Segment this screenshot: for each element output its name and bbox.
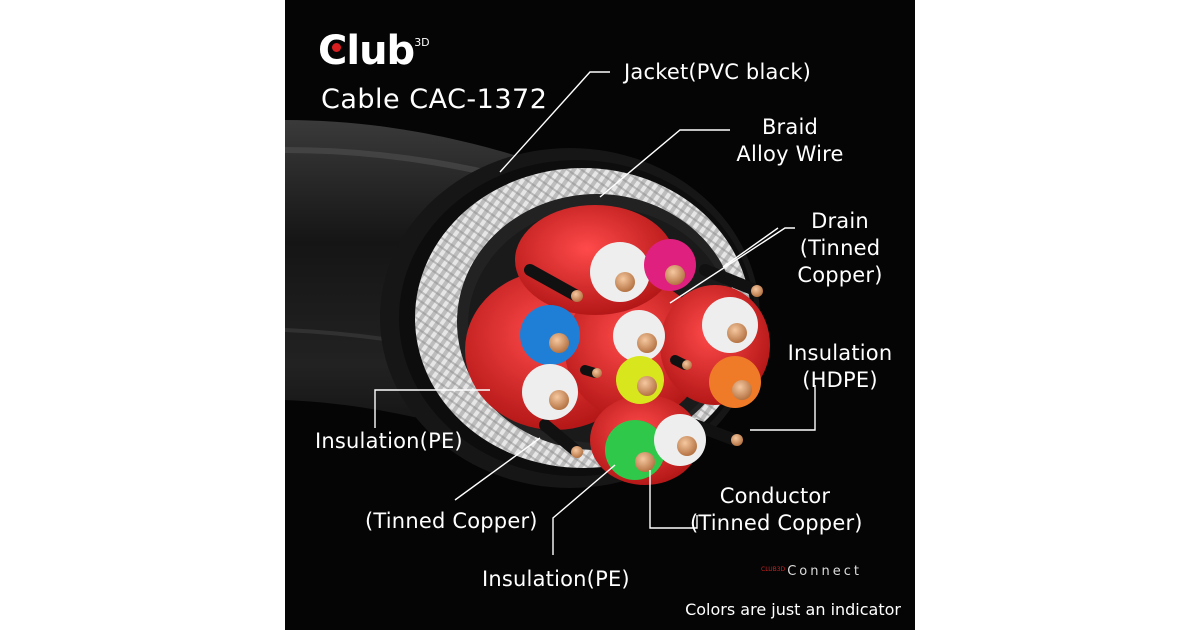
conductor-yellow [616, 356, 664, 404]
label-drain-line1: Drain [811, 209, 869, 233]
brand-name: Club [318, 28, 415, 74]
label-conductor: Conductor (Tinned Copper) [690, 483, 863, 537]
label-insulation-hdpe-line1: Insulation [787, 341, 893, 365]
label-tinned-copper-left: (Tinned Copper) [365, 509, 538, 533]
club3d-logo: Club3D [318, 28, 430, 74]
product-title: Cable CAC-1372 [321, 84, 548, 115]
label-insulation-hdpe-line2: (HDPE) [802, 368, 878, 392]
label-insulation-pe-bottom: Insulation(PE) [482, 567, 630, 591]
cable-cross-section-illustration [285, 71, 816, 555]
label-insulation-hdpe: Insulation (HDPE) [780, 340, 900, 394]
label-conductor-line1: Conductor [719, 484, 831, 508]
conductor-white-center [613, 310, 665, 362]
conductor-blue [520, 305, 580, 365]
cable-diagram-panel: Club3D Cable CAC-1372 Jacket(PVC black) … [285, 0, 915, 630]
conductor-green [605, 420, 665, 480]
conductor-white-bottom [654, 414, 706, 466]
connect-logo-prefix: CLUB3D [761, 566, 786, 573]
label-drain-line3: Copper) [797, 263, 883, 287]
connect-logo-text: Connect [787, 564, 862, 579]
label-conductor-line2: (Tinned Copper) [690, 511, 863, 535]
label-braid: Braid Alloy Wire [725, 114, 855, 168]
colors-footnote: Colors are just an indicator [685, 600, 901, 619]
label-drain: Drain (Tinned Copper) [790, 208, 890, 289]
label-drain-line2: (Tinned [799, 236, 881, 260]
conductor-white-top [590, 242, 650, 302]
conductor-white-left [522, 364, 578, 420]
logo-plus-icon [332, 43, 341, 52]
label-braid-line2: Alloy Wire [736, 142, 844, 166]
conductor-orange [709, 356, 761, 408]
brand-superscript: 3D [414, 35, 430, 49]
conductor-white-right [702, 297, 758, 353]
conductor-magenta [644, 239, 696, 291]
label-braid-line1: Braid [761, 115, 819, 139]
leader-lines [374, 71, 816, 555]
drain-wires [524, 264, 763, 458]
label-jacket: Jacket(PVC black) [624, 60, 812, 84]
label-insulation-pe-left: Insulation(PE) [315, 429, 463, 453]
